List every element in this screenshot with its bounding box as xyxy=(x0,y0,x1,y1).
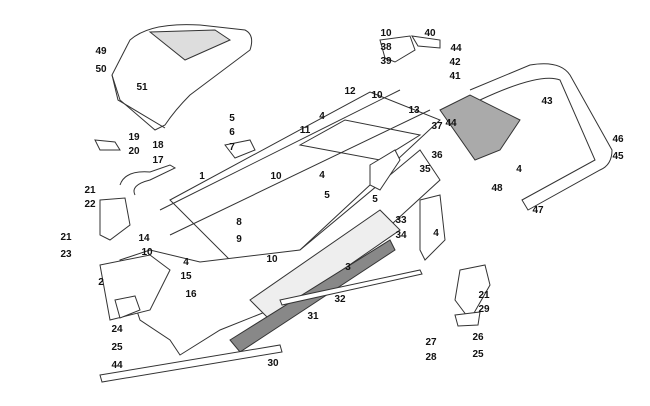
callout-22[interactable]: 22 xyxy=(84,199,96,210)
callout-16[interactable]: 16 xyxy=(185,289,197,300)
callout-44[interactable]: 44 xyxy=(111,360,123,371)
callout-25[interactable]: 25 xyxy=(472,349,484,360)
callout-6[interactable]: 6 xyxy=(229,127,235,138)
small-parts-drawing xyxy=(94,35,491,383)
callout-21[interactable]: 21 xyxy=(84,185,96,196)
callout-15[interactable]: 15 xyxy=(180,271,192,282)
callout-38[interactable]: 38 xyxy=(380,42,392,53)
callout-10[interactable]: 10 xyxy=(270,171,282,182)
seat-drawing xyxy=(111,24,253,131)
callout-20[interactable]: 20 xyxy=(128,146,140,157)
callout-21[interactable]: 21 xyxy=(60,232,72,243)
callout-5[interactable]: 5 xyxy=(324,190,330,201)
callout-42[interactable]: 42 xyxy=(449,57,461,68)
callout-4[interactable]: 4 xyxy=(319,111,325,122)
callout-49[interactable]: 49 xyxy=(95,46,107,57)
callout-33[interactable]: 33 xyxy=(395,215,407,226)
callout-8[interactable]: 8 xyxy=(236,217,242,228)
callout-24[interactable]: 24 xyxy=(111,324,123,335)
callout-45[interactable]: 45 xyxy=(612,151,624,162)
callout-37[interactable]: 37 xyxy=(431,121,443,132)
tunnel-frame-drawing xyxy=(119,89,441,356)
callout-35[interactable]: 35 xyxy=(419,164,431,175)
callout-28[interactable]: 28 xyxy=(425,352,437,363)
callout-41[interactable]: 41 xyxy=(449,71,461,82)
callout-40[interactable]: 40 xyxy=(424,28,436,39)
callout-10[interactable]: 10 xyxy=(371,90,383,101)
callout-51[interactable]: 51 xyxy=(136,82,148,93)
callout-5[interactable]: 5 xyxy=(372,194,378,205)
callout-34[interactable]: 34 xyxy=(395,230,407,241)
callout-31[interactable]: 31 xyxy=(307,311,319,322)
callout-9[interactable]: 9 xyxy=(236,234,242,245)
callout-11[interactable]: 11 xyxy=(299,125,311,136)
callout-4[interactable]: 4 xyxy=(319,170,325,181)
callout-25[interactable]: 25 xyxy=(111,342,123,353)
rear-bumper-drawing xyxy=(439,63,613,211)
callout-4[interactable]: 4 xyxy=(183,257,189,268)
callout-17[interactable]: 17 xyxy=(152,155,164,166)
callout-10[interactable]: 10 xyxy=(266,254,278,265)
callout-43[interactable]: 43 xyxy=(541,96,553,107)
callout-44[interactable]: 44 xyxy=(450,43,462,54)
callout-29[interactable]: 29 xyxy=(478,304,490,315)
callout-32[interactable]: 32 xyxy=(334,294,346,305)
callout-10[interactable]: 10 xyxy=(380,28,392,39)
callout-23[interactable]: 23 xyxy=(60,249,72,260)
callout-39[interactable]: 39 xyxy=(380,56,392,67)
callout-3[interactable]: 3 xyxy=(345,262,351,273)
callout-19[interactable]: 19 xyxy=(128,132,140,143)
callout-13[interactable]: 13 xyxy=(408,105,420,116)
callout-26[interactable]: 26 xyxy=(472,332,484,343)
callout-10[interactable]: 10 xyxy=(141,247,153,258)
callout-12[interactable]: 12 xyxy=(344,86,356,97)
callout-5[interactable]: 5 xyxy=(229,113,235,124)
callout-4[interactable]: 4 xyxy=(516,164,522,175)
callout-4[interactable]: 4 xyxy=(433,228,439,239)
callout-36[interactable]: 36 xyxy=(431,150,443,161)
callout-21[interactable]: 21 xyxy=(478,290,490,301)
callout-46[interactable]: 46 xyxy=(612,134,624,145)
callout-48[interactable]: 48 xyxy=(491,183,503,194)
callout-1[interactable]: 1 xyxy=(199,171,205,182)
callout-7[interactable]: 7 xyxy=(229,142,235,153)
callout-18[interactable]: 18 xyxy=(152,140,164,151)
callout-2[interactable]: 2 xyxy=(98,277,104,288)
callout-47[interactable]: 47 xyxy=(532,205,544,216)
callout-14[interactable]: 14 xyxy=(138,233,150,244)
callout-44[interactable]: 44 xyxy=(445,118,457,129)
callout-50[interactable]: 50 xyxy=(95,64,107,75)
callout-30[interactable]: 30 xyxy=(267,358,279,369)
callout-27[interactable]: 27 xyxy=(425,337,437,348)
